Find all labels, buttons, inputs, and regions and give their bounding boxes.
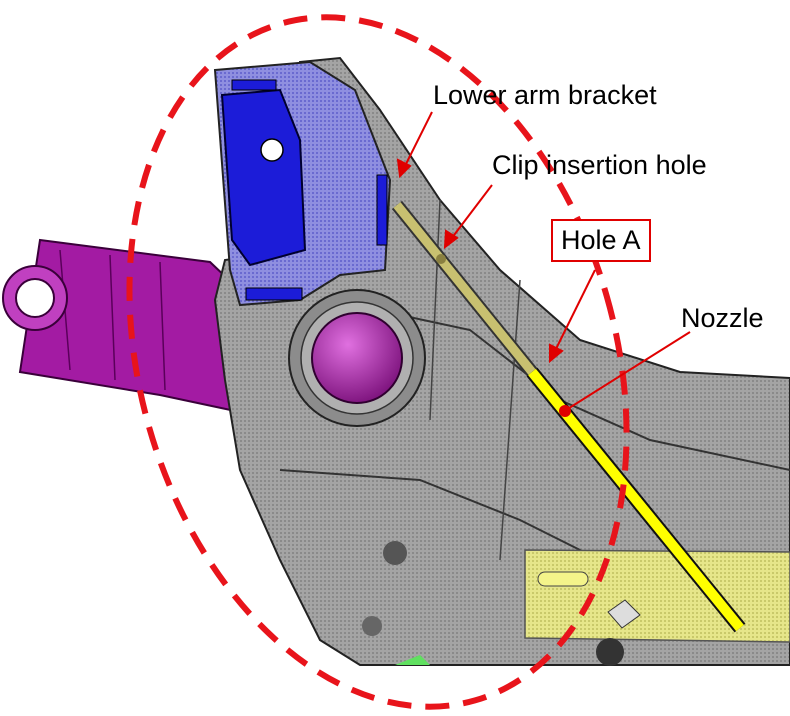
nozzle-point [559,405,571,417]
clip-insertion-rod [391,200,538,377]
highlight-ellipse [126,14,630,710]
leader-hole-a [551,269,596,358]
arrow-head-icon [396,158,412,179]
arrow-head-icon [549,343,564,364]
arrow-head-icon [443,229,459,250]
leader-nozzle [565,331,691,411]
label-nozzle: Nozzle [681,303,764,333]
label-hole-a: Hole A [551,219,651,262]
leader-clip-insertion-hole [447,184,493,244]
lower-arm-bracket [213,60,392,307]
leader-lower-arm-bracket [401,111,433,173]
label-lower-arm-bracket: Lower arm bracket [433,80,657,110]
label-clip-insertion-hole: Clip insertion hole [492,150,707,180]
mount-boss [288,289,426,427]
lower-arm [2,238,252,414]
